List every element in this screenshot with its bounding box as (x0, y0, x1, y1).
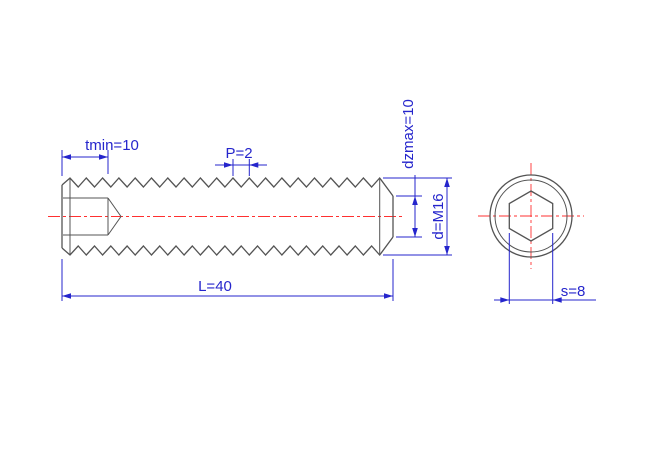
socket-label: s=8 (561, 283, 586, 300)
thread-profile-bottom (61, 236, 394, 257)
dzmax-extension-lines (396, 195, 422, 238)
socket-extension-lines (508, 233, 554, 304)
hex-socket-hexagon (508, 190, 554, 242)
socket-arrow-left (500, 297, 510, 303)
tmin-extension-lines (61, 150, 109, 176)
dzmax-arrow-bottom (412, 228, 418, 237)
end-view-set-screw (478, 163, 584, 269)
tmin-label: tmin=10 (85, 137, 139, 154)
pitch-arrow-left (224, 162, 233, 168)
dimension-dzmax: dzmax=10 (396, 99, 422, 238)
dimension-socket-width: s=8 (494, 233, 596, 304)
pitch-label: P=2 (225, 145, 252, 162)
thread-profile-top (61, 176, 394, 197)
dzmax-arrow-top (412, 196, 418, 205)
diameter-extension-lines (383, 177, 452, 256)
socket-cone-tip (107, 197, 122, 236)
pitch-extension-lines (232, 159, 250, 176)
dimension-diameter: d=M16 (383, 177, 452, 256)
end-view-chamfer-circle (494, 179, 568, 253)
pitch-arrow-right (249, 162, 259, 168)
hex-socket-profile (63, 197, 122, 236)
diameter-label: d=M16 (430, 193, 447, 239)
dzmax-label: dzmax=10 (400, 99, 417, 169)
dimension-tmin: tmin=10 (61, 137, 139, 176)
diameter-arrow-top (444, 178, 450, 187)
end-view-outer-circle (489, 174, 573, 258)
side-view-set-screw (48, 176, 405, 257)
length-extension-lines (61, 259, 394, 301)
tmin-arrow-right (99, 154, 108, 160)
length-arrow-right (384, 293, 393, 299)
dimension-length: L=40 (61, 259, 394, 301)
dimension-pitch: P=2 (215, 145, 267, 176)
socket-arrow-right (552, 297, 562, 303)
length-label: L=40 (198, 278, 232, 295)
diameter-arrow-bottom (444, 246, 450, 255)
length-arrow-left (62, 293, 71, 299)
tmin-arrow-left (62, 154, 71, 160)
